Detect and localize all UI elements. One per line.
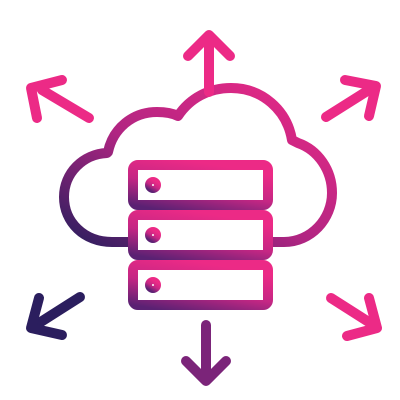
server-1-led-icon <box>145 177 161 193</box>
arrow-down-icon <box>181 320 231 386</box>
server-stack <box>128 160 273 310</box>
arrow-up-right-icon <box>321 75 381 122</box>
server-details <box>145 176 254 294</box>
server-unit-1 <box>128 160 273 210</box>
direction-arrows <box>26 30 382 386</box>
server-2-led-icon <box>145 227 161 243</box>
arrow-down-right-icon <box>326 293 382 341</box>
server-unit-2 <box>128 210 273 260</box>
arrow-up-icon <box>183 30 235 97</box>
server-unit-3 <box>128 260 273 310</box>
arrow-down-left-icon <box>26 292 85 340</box>
arrow-up-left-icon <box>26 75 94 123</box>
cloud-icon <box>59 83 337 247</box>
server-3-led-icon <box>145 277 161 293</box>
